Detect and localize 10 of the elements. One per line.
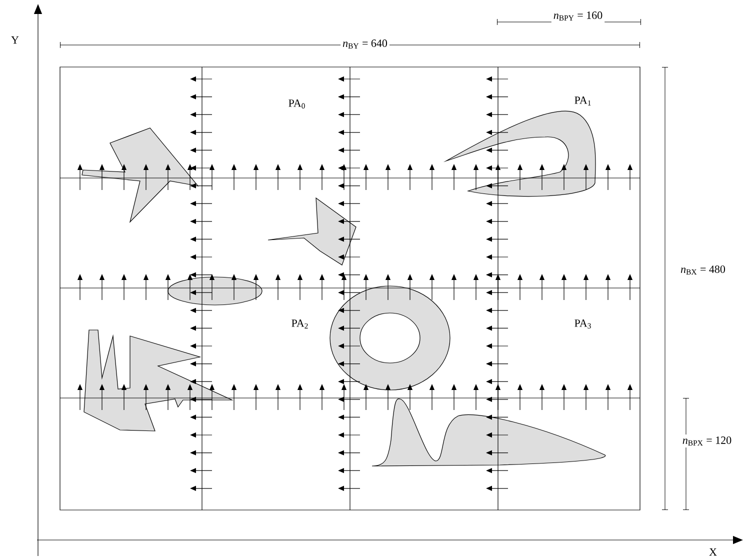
region-label: PA$_{3}$ xyxy=(572,318,594,330)
dimension-label: n$_{BPX}$ = 120 xyxy=(680,434,734,448)
axis-label: X xyxy=(707,546,719,558)
axis-label: Y xyxy=(9,34,21,46)
dimension-label: n$_{BX}$ = 480 xyxy=(678,264,728,276)
region-label: PA$_{2}$ xyxy=(289,318,311,330)
dimension-label: n$_{BY}$ = 640 xyxy=(340,38,390,50)
dimension-label: n$_{BPY}$ = 160 xyxy=(551,10,605,22)
region-label: PA$_{1}$ xyxy=(572,94,594,108)
region-label: PA$_{0}$ xyxy=(286,98,308,110)
